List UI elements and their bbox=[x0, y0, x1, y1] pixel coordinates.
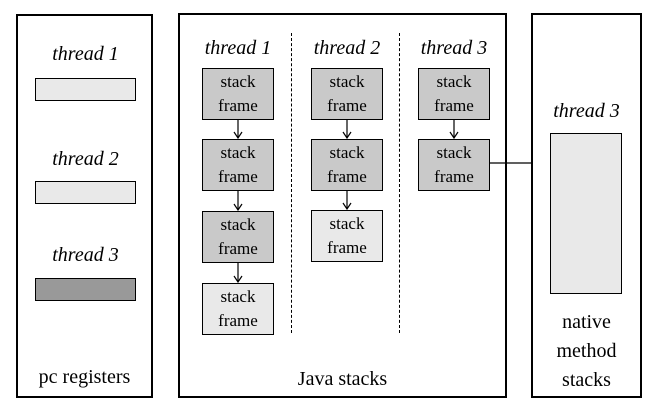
down-arrow-icon bbox=[233, 263, 243, 283]
down-arrow-icon bbox=[342, 120, 352, 139]
stack-frame: stack frame bbox=[311, 210, 383, 262]
down-arrow-icon bbox=[449, 120, 459, 139]
column-divider-1 bbox=[291, 33, 292, 333]
pc-thread-3-label: thread 3 bbox=[52, 244, 119, 266]
stack-frame: stack frame bbox=[202, 68, 274, 120]
stack-frame: stack frame bbox=[418, 68, 490, 120]
java-thread-3-label: thread 3 bbox=[420, 37, 488, 59]
stack-frame: stack frame bbox=[202, 139, 274, 191]
java-thread-2-label: thread 2 bbox=[313, 37, 381, 59]
native-stack-rect bbox=[550, 133, 622, 294]
native-thread-3-label: thread 3 bbox=[553, 100, 620, 122]
stack-frame: stack frame bbox=[202, 211, 274, 263]
pc-registers-caption: pc registers bbox=[38, 366, 131, 388]
down-arrow-icon bbox=[233, 191, 243, 211]
native-method-stacks-caption: native method stacks bbox=[556, 311, 617, 391]
pc-register-thread-1 bbox=[35, 78, 136, 101]
pc-registers-panel bbox=[16, 14, 153, 398]
pc-thread-1-label: thread 1 bbox=[52, 43, 119, 65]
java-stacks-caption: Java stacks bbox=[297, 368, 388, 390]
pc-thread-2-label: thread 2 bbox=[52, 148, 119, 170]
stack-frame: stack frame bbox=[202, 283, 274, 335]
stack-frame: stack frame bbox=[311, 68, 383, 120]
pc-register-thread-3 bbox=[35, 278, 136, 301]
stack-frame: stack frame bbox=[418, 139, 490, 191]
java-thread-1-label: thread 1 bbox=[204, 37, 272, 59]
stack-frame: stack frame bbox=[311, 139, 383, 191]
pc-register-thread-2 bbox=[35, 181, 136, 204]
column-divider-2 bbox=[399, 33, 400, 333]
down-arrow-icon bbox=[233, 120, 243, 139]
down-arrow-icon bbox=[342, 191, 352, 210]
